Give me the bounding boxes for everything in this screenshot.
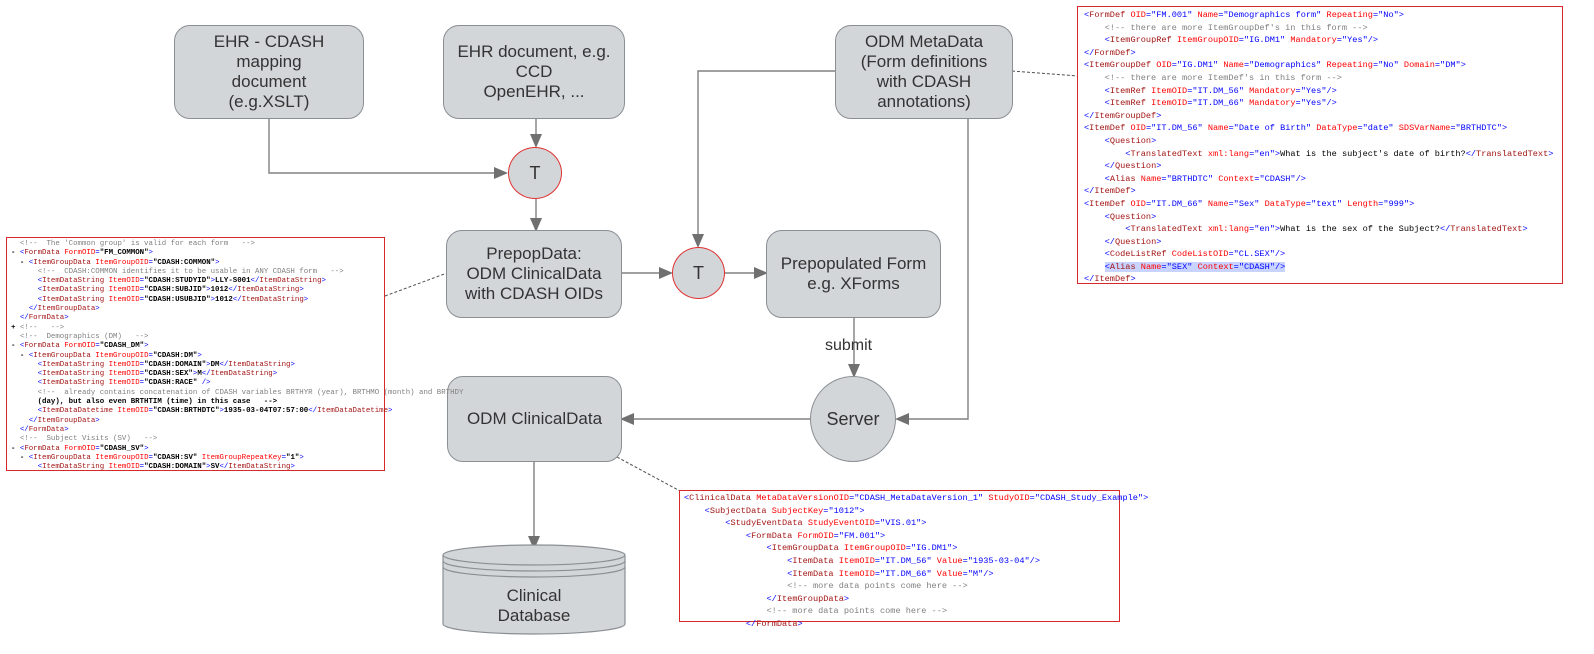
code-line: <ItemDef OID="IT.DM_66" Name="Sex" DataT… <box>1084 198 1415 209</box>
code-line: <ItemDataString ItemOID="CDASH:DOMAIN">S… <box>37 463 295 472</box>
code-line: <TranslatedText xml:lang="en">What is th… <box>1125 148 1554 159</box>
code-line: <ItemDataString ItemOID="CDASH:STUDYID">… <box>37 277 326 286</box>
node-prepop-data: PrepopData: ODM ClinicalData with CDASH … <box>446 230 622 318</box>
node-odm-metadata: ODM MetaData (Form definitions with CDAS… <box>835 25 1013 119</box>
code-line: <ItemDataString ItemOID="CDASH:SUBJID">1… <box>37 286 304 295</box>
code-line: </FormDef> <box>1084 47 1136 58</box>
code-line: - <FormData FormOID="CDASH_DM"> <box>11 342 149 351</box>
callout-line-left <box>384 272 448 297</box>
code-line: </ItemGroupData> <box>28 305 100 314</box>
code-line: <TranslatedText xml:lang="en">What is th… <box>1125 224 1528 235</box>
code-line: </Question> <box>1104 236 1162 247</box>
odm-metadata-xml-box: <FormDef OID="FM.001" Name="Demographics… <box>1077 6 1563 284</box>
code-line: <FormData FormOID="FM.001"> <box>745 530 886 541</box>
code-line: + <!-- --> <box>11 323 65 332</box>
node-prepop-data-label: PrepopData: ODM ClinicalData with CDASH … <box>465 244 603 303</box>
callout-line-right <box>1011 70 1079 77</box>
code-line: <!-- there are more ItemGroupDef's in th… <box>1104 22 1368 33</box>
code-line: <!-- CDASH:COMMON identifies it to be us… <box>37 267 344 276</box>
code-line: <ClinicalData MetaDataVersionOID="CDASH_… <box>684 493 1149 503</box>
code-line: <!-- The 'Common group' is valid for eac… <box>19 240 255 248</box>
code-line: <ItemDataString ItemOID="CDASH:RACE" /> <box>37 379 211 388</box>
code-line: <Alias Name="SEX" Context="CDASH"/> <box>1104 261 1286 272</box>
code-line: <ItemDataString ItemOID="CDASH:USUBJID">… <box>37 295 309 304</box>
code-line: - <ItemGroupData ItemGroupOID="CDASH:DM"… <box>11 351 202 360</box>
code-line: <!-- already contains concatenation of C… <box>37 388 464 397</box>
node-prepopulated-form-label: Prepopulated Form e.g. XForms <box>780 254 927 293</box>
database-cylinder <box>442 544 626 635</box>
code-line: <ItemRef ItemOID="IT.DM_56" Mandatory="Y… <box>1104 85 1337 96</box>
code-line: <ItemDef OID="IT.DM_56" Name="Date of Bi… <box>1084 123 1508 134</box>
edge-odmmeta-to-t2 <box>692 70 836 248</box>
code-line: - <FormData FormOID="FM_COMMON"> <box>11 249 153 258</box>
node-clinical-database-label: Clinical Database <box>497 586 571 625</box>
transform-node-2-label: T <box>693 262 704 283</box>
clinicaldata-xml-box: <ClinicalData MetaDataVersionOID="CDASH_… <box>679 490 1149 629</box>
edge-mapping-to-t1 <box>268 118 508 179</box>
callout-line-bottom <box>616 456 681 492</box>
node-server-label: Server <box>826 408 880 429</box>
code-line: </ItemDef> <box>1084 274 1136 285</box>
code-line: <!-- more data points come here --> <box>787 581 968 592</box>
code-line: <!-- Demographics (DM) --> <box>19 332 149 341</box>
code-line: - <FormData FormOID="CDASH_SV"> <box>11 444 149 453</box>
code-line: <ItemData ItemOID="IT.DM_66" Value="M"/> <box>787 568 994 579</box>
code-line: <ItemGroupDef OID="IG.DM1" Name="Demogra… <box>1084 60 1466 71</box>
node-mapping-document: EHR - CDASH mapping document (e.g.XSLT) <box>174 25 364 119</box>
transform-node-1: T <box>508 147 562 199</box>
code-line: </ItemGroupDef> <box>1084 110 1162 121</box>
node-ehr-document: EHR document, e.g. CCD OpenEHR, ... <box>443 25 625 119</box>
code-line: <!-- there are more ItemDef's in this fo… <box>1104 72 1342 83</box>
node-odm-metadata-label: ODM MetaData (Form definitions with CDAS… <box>860 32 988 111</box>
code-line: <StudyEventData StudyEventOID="VIS.01"> <box>725 518 927 529</box>
node-ehr-document-label: EHR document, e.g. CCD OpenEHR, ... <box>457 42 611 101</box>
code-line: </FormData> <box>19 314 69 323</box>
code-line: <ItemDataDatetime ItemOID="CDASH:BRTHDTC… <box>37 407 393 416</box>
node-odm-clinical-data: ODM ClinicalData <box>447 376 622 462</box>
code-line: </FormData> <box>745 618 803 629</box>
code-line: <ItemGroupData ItemGroupOID="IG.DM1"> <box>766 543 958 554</box>
code-line: <ItemGroupRef ItemGroupOID="IG.DM1" Mand… <box>1104 35 1379 46</box>
code-line: - <ItemGroupData ItemGroupOID="CDASH:COM… <box>11 258 220 267</box>
code-line: <ItemDataString ItemOID="CDASH:SEX">M</I… <box>37 370 278 379</box>
edge-odmmeta-to-server <box>895 118 969 425</box>
node-prepopulated-form: Prepopulated Form e.g. XForms <box>766 230 941 318</box>
node-clinical-database-label-box: Clinical Database <box>443 582 625 630</box>
code-line: </FormData> <box>19 425 69 434</box>
code-line: </ItemGroupData> <box>28 416 100 425</box>
code-line: <FormDef OID="FM.001" Name="Demographics… <box>1084 10 1404 20</box>
transform-node-2: T <box>672 247 725 299</box>
code-line: <ItemRef ItemOID="IT.DM_66" Mandatory="Y… <box>1104 98 1337 109</box>
prepop-clinicaldata-xml-box: <!-- The 'Common group' is valid for eac… <box>6 237 464 472</box>
code-line: <SubjectData SubjectKey="1012"> <box>704 505 865 516</box>
code-line: </ItemGroupData> <box>766 593 850 604</box>
node-server: Server <box>810 376 896 462</box>
code-line: <Alias Name="BRTHDTC" Context="CDASH"/> <box>1104 173 1306 184</box>
code-line: - <ItemGroupData ItemGroupOID="CDASH:SV"… <box>11 453 304 462</box>
transform-node-1-label: T <box>529 162 541 183</box>
code-line: <!-- more data points come here --> <box>766 606 948 617</box>
code-line: <!-- Subject Visits (SV) --> <box>19 435 158 444</box>
code-line: (day), but also even BRTHTIM (time) in t… <box>11 398 278 407</box>
node-odm-clinical-data-label: ODM ClinicalData <box>466 409 603 428</box>
code-line: </ItemDef> <box>1084 186 1136 197</box>
code-line: <CodeListRef CodeListOID="CL.SEX"/> <box>1104 249 1286 260</box>
code-line: <Question> <box>1104 135 1157 146</box>
code-line: <ItemDataString ItemOID="CDASH:DOMAIN">D… <box>37 360 295 369</box>
code-line: </Question> <box>1104 161 1162 172</box>
node-mapping-label: EHR - CDASH mapping document (e.g.XSLT) <box>213 32 325 111</box>
code-line: <Question> <box>1104 211 1157 222</box>
edge-label-submit: submit <box>825 337 873 354</box>
code-line: <ItemData ItemOID="IT.DM_56" Value="1935… <box>787 555 1040 566</box>
